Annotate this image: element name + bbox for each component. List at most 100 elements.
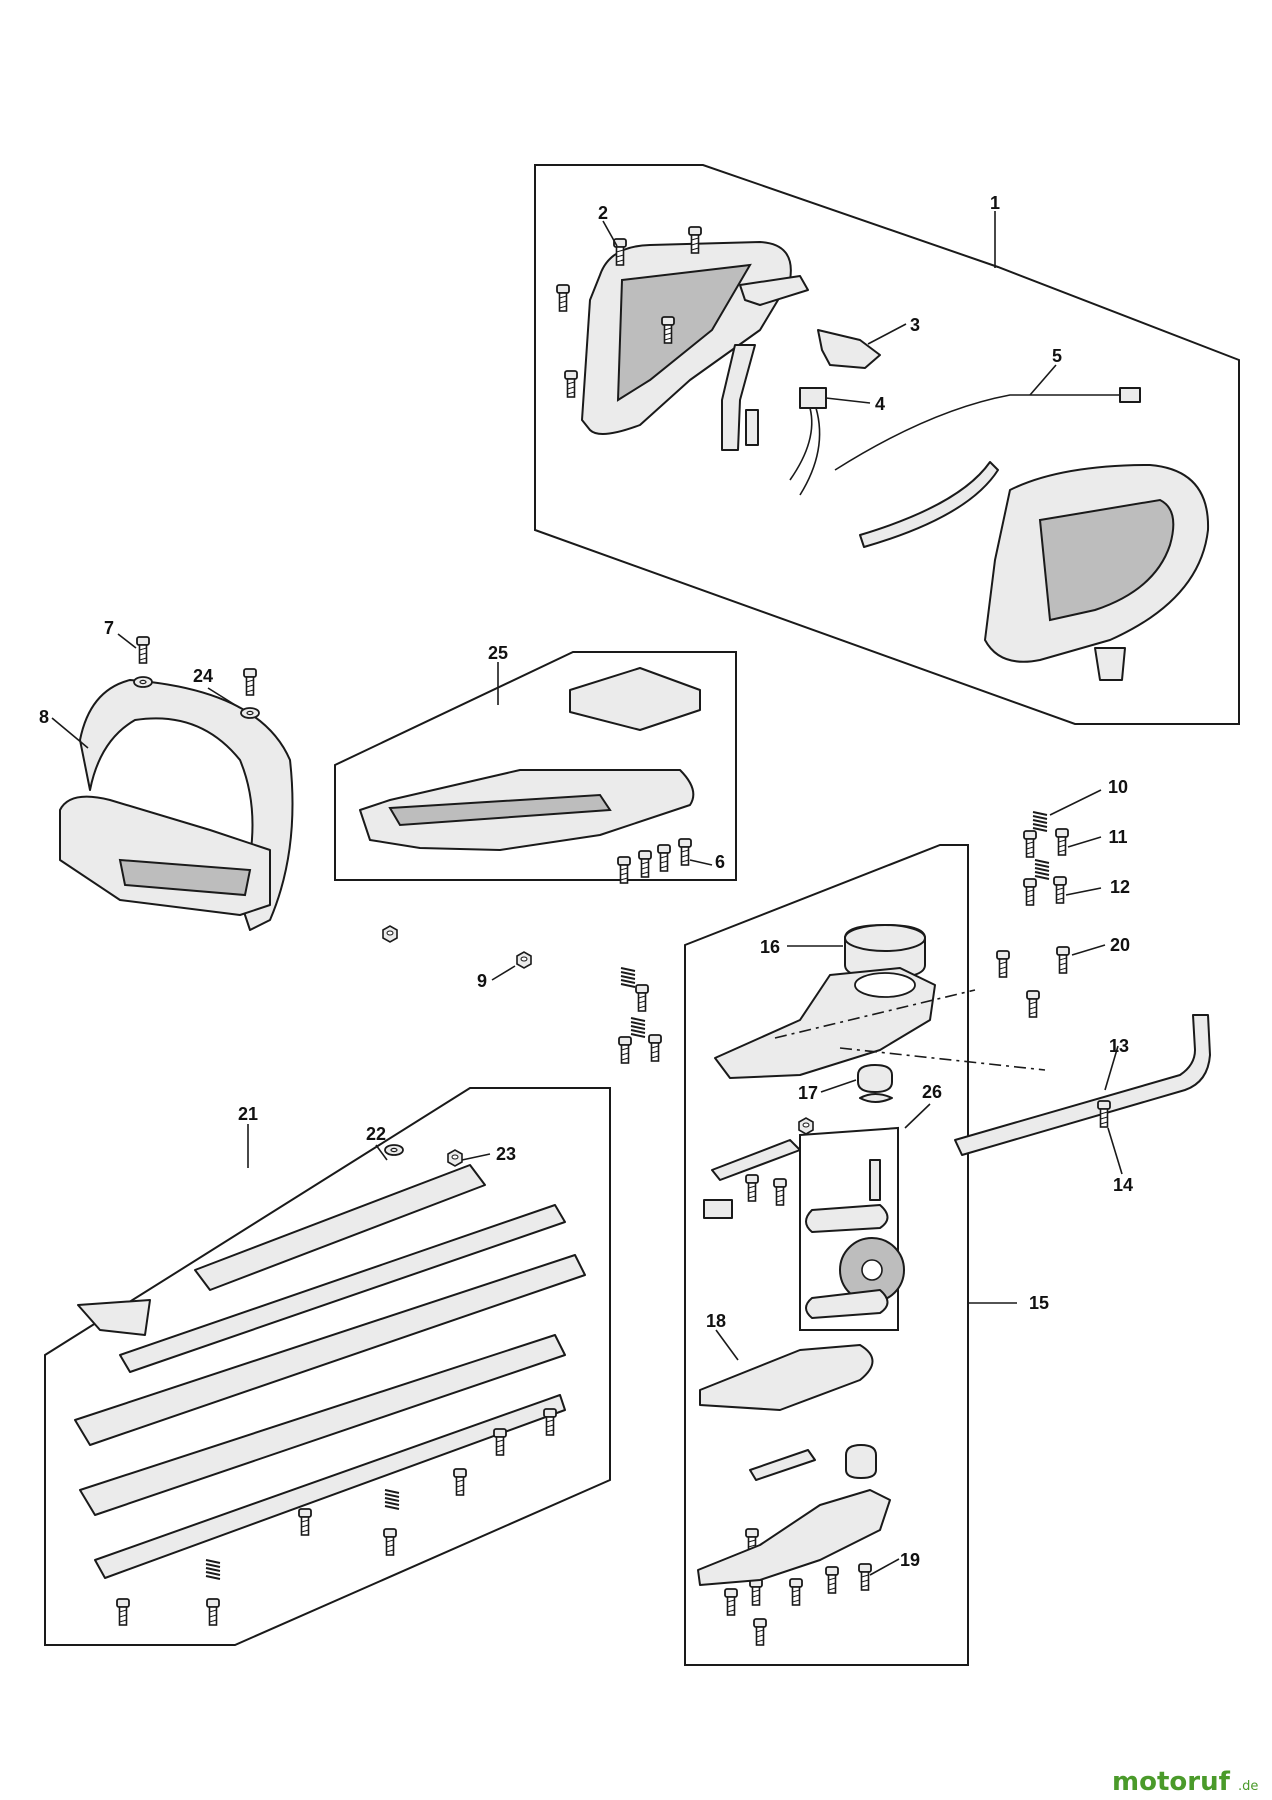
- gearbox-lower-cover: [697, 1489, 891, 1586]
- frame-group: [334, 651, 737, 884]
- leader-24: [207, 687, 241, 709]
- gearbox-gasket: [699, 1344, 874, 1411]
- callout-11: 11: [1108, 827, 1127, 847]
- callout-3: 3: [910, 315, 920, 335]
- callout-19: 19: [900, 1550, 920, 1570]
- shaft-screw: [1056, 946, 1070, 974]
- callout-22: 22: [366, 1124, 386, 1144]
- cover-screw: [825, 1566, 839, 1594]
- callout-23: 23: [496, 1144, 516, 1164]
- blade-spring: [384, 1489, 400, 1510]
- callout-9: 9: [477, 971, 487, 991]
- spring: [1032, 811, 1048, 832]
- rear-handle-grip-opening: [1038, 498, 1175, 622]
- nut: [516, 951, 532, 969]
- blade-screw: [543, 1408, 557, 1436]
- leader-19: [869, 1558, 900, 1576]
- front-handle-base: [118, 858, 252, 897]
- leader-22: [375, 1144, 388, 1161]
- blade-screw: [206, 1598, 220, 1626]
- spacer-sleeve: [845, 1444, 877, 1479]
- watermark-tld: .de: [1238, 1779, 1258, 1794]
- callout-labels: 1 2 3 4 5 6 7 8 9 10 11 12 13 14 15 16 1…: [39, 193, 1133, 1570]
- callout-6: 6: [715, 852, 725, 872]
- frame-screw: [678, 838, 692, 866]
- callout-15: 15: [1029, 1293, 1049, 1313]
- frame-screw: [657, 844, 671, 872]
- handle-washer: [240, 707, 260, 719]
- blade-group-frame: [44, 1087, 611, 1646]
- blade-screw: [298, 1508, 312, 1536]
- handle-washer: [133, 676, 153, 688]
- leader-6: [689, 859, 713, 866]
- drive-gear-hub: [861, 1259, 883, 1281]
- cable-end-fitting: [1119, 387, 1141, 403]
- gearbox-group: [684, 844, 969, 1666]
- switch-lever: [817, 329, 881, 369]
- spring-screw: [1055, 828, 1069, 856]
- front-handle-guard: [59, 795, 271, 916]
- callout-24: 24: [193, 666, 213, 686]
- leader-11: [1067, 836, 1102, 848]
- cutting-blade-bottom: [79, 1334, 566, 1516]
- callout-5: 5: [1052, 346, 1062, 366]
- gearbox-group-frame: [684, 844, 969, 1666]
- clutch-drum-top: [844, 924, 926, 952]
- gearbox-small-plate: [749, 1449, 816, 1481]
- spring: [630, 1017, 646, 1038]
- spacer-block: [703, 1199, 733, 1219]
- leader-18: [715, 1329, 739, 1361]
- frame-screw: [638, 850, 652, 878]
- leader-17: [820, 1079, 857, 1093]
- callout-13: 13: [1109, 1036, 1129, 1056]
- blade-washer: [384, 1144, 404, 1156]
- leader-8: [51, 717, 89, 749]
- nut: [798, 1117, 814, 1135]
- callout-18: 18: [706, 1311, 726, 1331]
- callout-8: 8: [39, 707, 49, 727]
- blade-screw: [493, 1428, 507, 1456]
- frame-top-mount: [569, 667, 701, 731]
- rear-handle-inner-rib: [616, 263, 752, 402]
- frame-group-outline: [334, 651, 737, 881]
- throttle-cable: [834, 394, 1120, 471]
- leader-20: [1071, 944, 1106, 956]
- throttle-lever: [721, 275, 809, 451]
- blade-guard-plate: [77, 1299, 151, 1336]
- spring-screw: [1023, 878, 1037, 906]
- spring-screw: [1023, 830, 1037, 858]
- return-spring: [745, 409, 759, 446]
- plate-screw: [773, 1178, 787, 1206]
- spring-screw: [1053, 876, 1067, 904]
- rear-handle-group-frame: [534, 164, 1240, 725]
- frame-screw: [617, 856, 631, 884]
- blade-screw: [116, 1598, 130, 1626]
- cover-screw: [749, 1578, 763, 1606]
- callout-16: 16: [760, 937, 780, 957]
- blade-spring: [205, 1559, 221, 1580]
- callout-12: 12: [1110, 877, 1130, 897]
- cover-screw: [789, 1578, 803, 1606]
- stop-switch: [799, 387, 827, 409]
- bearing: [857, 1064, 893, 1093]
- leader-26: [904, 1103, 931, 1129]
- plate-screw: [745, 1174, 759, 1202]
- upper-blade: [194, 1164, 486, 1291]
- leader-14: [1107, 1127, 1123, 1175]
- callout-17: 17: [798, 1083, 818, 1103]
- callout-20: 20: [1110, 935, 1130, 955]
- leader-7: [117, 633, 137, 649]
- alignment-line-shaft: [839, 1047, 1046, 1071]
- pinion-shaft: [869, 1159, 881, 1201]
- shaft-screw: [1026, 990, 1040, 1018]
- callout-4: 4: [875, 394, 885, 414]
- callout-21: 21: [238, 1104, 258, 1124]
- cover-screw: [724, 1588, 738, 1616]
- lower-frame-crossbar: [388, 793, 612, 827]
- alignment-line-frame: [774, 989, 976, 1039]
- housing-bore: [854, 972, 916, 998]
- callout-1: 1: [990, 193, 1000, 213]
- corrugated-cable-sleeve: [859, 461, 999, 548]
- cutting-blade-top: [74, 1254, 586, 1446]
